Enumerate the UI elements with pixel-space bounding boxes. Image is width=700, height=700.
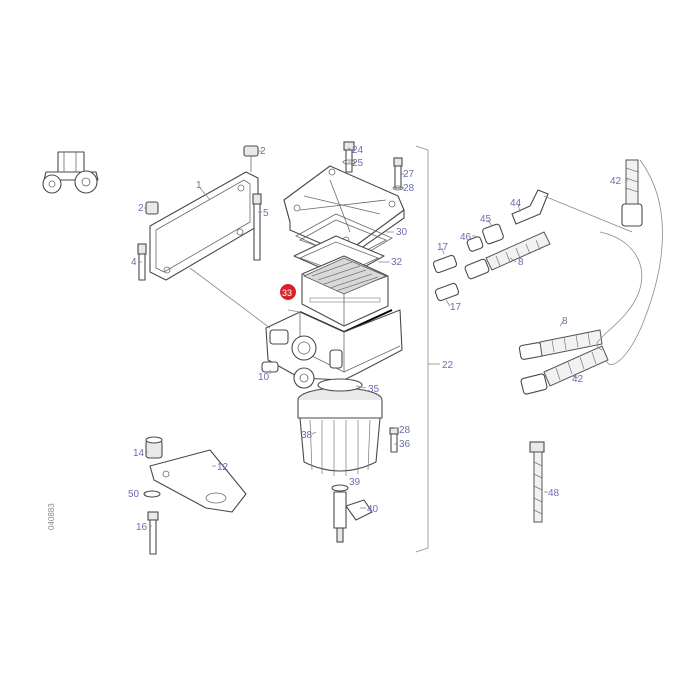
callout-4: 4 xyxy=(131,257,137,268)
leader-lines xyxy=(138,147,628,527)
mounting-plate-1 xyxy=(149,171,259,281)
tractor-icon xyxy=(42,151,99,194)
callout-1: 1 xyxy=(196,180,202,191)
callout-5: 5 xyxy=(263,208,269,219)
callout-2-top: 2 xyxy=(260,146,266,157)
callout-12: 12 xyxy=(217,462,229,473)
fitting-17-lower xyxy=(434,282,460,302)
document-code: 040883 xyxy=(47,503,56,530)
callout-42-upper: 42 xyxy=(610,176,622,187)
hose-route-outline-3 xyxy=(543,195,633,233)
callout-8-lower: 8 xyxy=(562,316,568,327)
bolt-2-top xyxy=(243,145,259,172)
bolt-28-36 xyxy=(389,427,399,453)
washer-50 xyxy=(143,490,161,498)
fitting-46 xyxy=(466,236,484,252)
callout-30: 30 xyxy=(396,227,408,238)
hose-route-outline xyxy=(596,231,643,351)
hose-8-upper xyxy=(464,231,551,280)
elbow-44 xyxy=(511,189,549,225)
bolt-24-25 xyxy=(342,141,356,173)
callout-2-left: 2 xyxy=(138,203,144,214)
callout-42-lower: 42 xyxy=(572,374,584,385)
callout-10: 10 xyxy=(258,372,270,383)
callout-39: 39 xyxy=(349,477,361,488)
cable-48 xyxy=(529,441,545,523)
callout-25: 25 xyxy=(352,158,364,169)
callout-14: 14 xyxy=(133,448,145,459)
highlight-marker-33 xyxy=(280,284,296,300)
callout-17-lower: 17 xyxy=(450,302,462,313)
callout-labels: 1 2 2 4 5 24 25 27 28 30 32 33 22 10 35 … xyxy=(128,145,622,533)
filter-head-housing xyxy=(265,309,403,389)
bolt-16 xyxy=(147,511,159,555)
callout-24: 24 xyxy=(352,145,364,156)
bolt-4 xyxy=(137,243,147,281)
hose-42-upper xyxy=(621,159,643,227)
callout-22: 22 xyxy=(442,360,454,371)
fitting-45 xyxy=(482,223,504,245)
callout-44: 44 xyxy=(510,198,522,209)
drain-valve-40 xyxy=(331,484,373,543)
spacer-2-left xyxy=(145,201,159,215)
bolt-27-28 xyxy=(392,157,404,191)
callout-46: 46 xyxy=(460,232,472,243)
callout-38: 38 xyxy=(301,430,313,441)
callout-45: 45 xyxy=(480,214,492,225)
callout-27: 27 xyxy=(403,169,415,180)
hose-route-outline-2 xyxy=(605,159,663,365)
callout-17-upper: 17 xyxy=(437,242,449,253)
fitting-17-upper xyxy=(432,254,458,274)
callout-36: 36 xyxy=(399,439,411,450)
callout-48: 48 xyxy=(548,488,560,499)
callout-35: 35 xyxy=(368,384,380,395)
filter-element-33 xyxy=(299,255,393,334)
bracket-12 xyxy=(149,449,247,513)
spacer-14 xyxy=(145,436,163,459)
callout-28-top: 28 xyxy=(403,183,415,194)
group-bracket-22 xyxy=(415,145,429,553)
callout-8-upper: 8 xyxy=(518,257,524,268)
callout-50: 50 xyxy=(128,489,140,500)
callout-16: 16 xyxy=(136,522,148,533)
callout-32: 32 xyxy=(391,257,403,268)
hose-8-lower xyxy=(518,329,603,360)
hose-42-lower xyxy=(520,345,609,395)
callout-33: 33 xyxy=(282,288,292,298)
bolt-5 xyxy=(252,193,262,261)
filter-bowl-38 xyxy=(297,378,383,476)
callout-28-lower: 28 xyxy=(399,425,411,436)
callout-40: 40 xyxy=(367,504,379,515)
